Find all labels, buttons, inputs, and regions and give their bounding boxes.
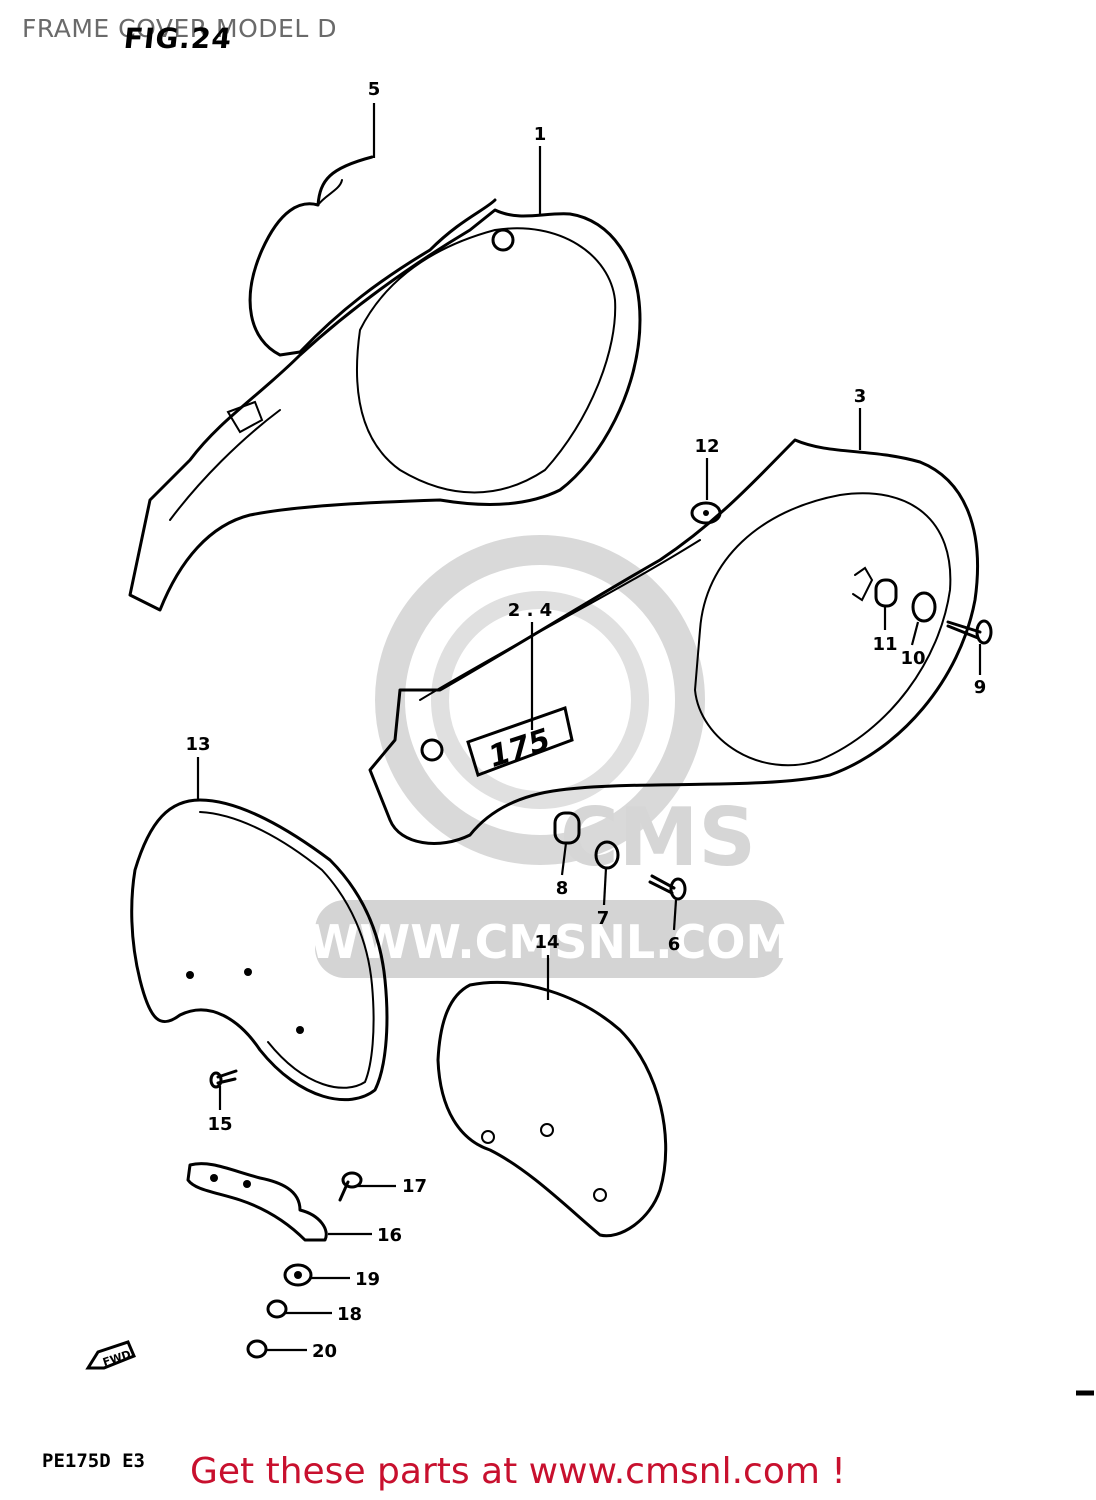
part-16-bracket: [186, 1162, 328, 1242]
forward-arrow-icon: FWD: [85, 1340, 136, 1370]
part-20-nut: [246, 1339, 268, 1359]
part-3-right-frame-cover: [368, 438, 979, 845]
part-11-clip: [852, 566, 874, 602]
part-5-notch: [317, 179, 343, 206]
part-8-grommet: [553, 811, 581, 845]
watermark-ring: [375, 535, 705, 865]
part-1-panel-recess: [356, 227, 617, 494]
part-19-washer: [283, 1263, 313, 1287]
footer-link-text[interactable]: Get these parts at www.cmsnl.com !: [190, 1451, 846, 1492]
part-9-screw-head: [975, 619, 993, 645]
callout-9: 9: [974, 677, 987, 698]
part-19-washer-hole: [294, 1271, 302, 1279]
leader-lines: [196, 103, 982, 1352]
callout-14: 14: [534, 932, 559, 953]
part-12-washer: [690, 501, 722, 525]
part-1-tab: [226, 400, 264, 434]
part-5-inner-panel: [248, 155, 497, 357]
part-14-hole: [481, 1130, 495, 1144]
part-13-inner-edge: [199, 811, 375, 1089]
page-title: FRAME COVER MODEL D: [22, 14, 337, 43]
callout-13: 13: [185, 734, 210, 755]
part-16-hole: [243, 1180, 251, 1188]
part-14-hole: [593, 1188, 607, 1202]
callout-8: 8: [556, 878, 569, 899]
decal-text: 175: [484, 722, 554, 775]
callout-6: 6: [668, 934, 681, 955]
part-12-washer-hole: [703, 510, 709, 516]
model-code: PE175D E3: [42, 1450, 145, 1472]
part-3-mount-hole: [420, 738, 444, 762]
part-1-mount-hole: [491, 228, 515, 252]
callout-11: 11: [872, 634, 897, 655]
callout-7: 7: [597, 908, 610, 929]
watermark-url: WWW.CMSNL.COM: [309, 915, 792, 969]
part-11-grommet: [874, 578, 898, 608]
callout-17: 17: [402, 1176, 427, 1197]
part-6-screw-head: [669, 877, 687, 901]
callout-16: 16: [377, 1225, 402, 1246]
callout-20: 20: [312, 1341, 337, 1362]
part-10-washer: [911, 591, 937, 623]
part-13-hole: [244, 968, 252, 976]
part-1-edge-line: [169, 409, 281, 521]
callout-12: 12: [694, 436, 719, 457]
part-13-panel: [130, 798, 389, 1102]
callout-10: 10: [900, 648, 925, 669]
part-9-screw-shank: [946, 620, 982, 640]
part-7-washer: [594, 840, 620, 870]
callout-1: 1: [534, 124, 547, 145]
forward-arrow-text: FWD: [101, 1348, 132, 1369]
watermark-ring-inner: [431, 591, 649, 809]
callout-labels: 5 1 3 12 2 . 4 11 10 9 8 7 6 13 14 15 17…: [185, 79, 986, 1362]
part-3-panel-recess: [693, 492, 952, 767]
part-17-bolt-head: [341, 1171, 363, 1189]
part-13-hole: [186, 971, 194, 979]
cms-watermark: CMS WWW.CMSNL.COM: [309, 535, 792, 978]
part-14-panel: [436, 980, 668, 1238]
callout-18: 18: [337, 1304, 362, 1325]
part-18-nut: [266, 1299, 288, 1319]
part-13-hole: [296, 1026, 304, 1034]
watermark-brand: CMS: [560, 791, 756, 884]
part-14-hole: [540, 1123, 554, 1137]
part-16-hole: [210, 1174, 218, 1182]
callout-2-4: 2 . 4: [508, 600, 552, 621]
watermark-url-banner: [315, 900, 785, 978]
part-3-edge-line: [419, 539, 701, 701]
part-2-4-decal: 175: [466, 706, 574, 777]
callout-19: 19: [355, 1269, 380, 1290]
part-1-left-frame-cover: [128, 208, 642, 612]
callout-15: 15: [207, 1114, 232, 1135]
callout-5: 5: [368, 79, 381, 100]
callout-3: 3: [854, 386, 867, 407]
part-15-screw-head: [209, 1071, 223, 1089]
